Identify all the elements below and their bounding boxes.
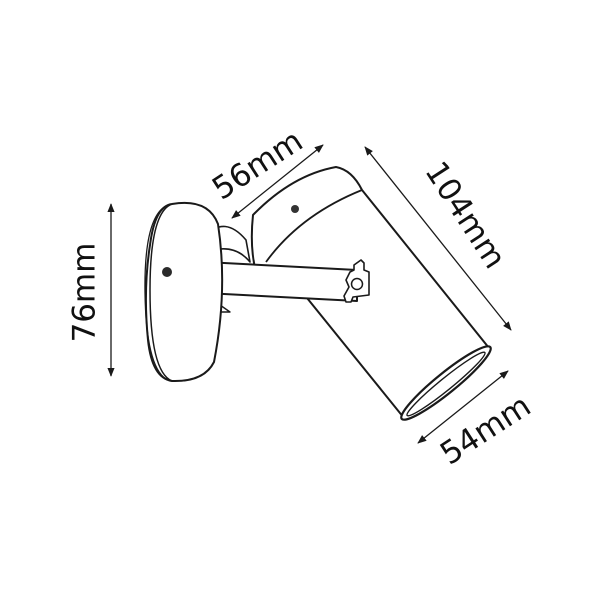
diameter-dimension-line — [417, 370, 509, 444]
screw-icon — [291, 205, 299, 213]
depth-dimension-line — [231, 144, 324, 219]
length-dimension-line — [364, 146, 512, 331]
screw-icon — [162, 267, 172, 277]
lens — [400, 345, 492, 421]
wall-plate — [144, 202, 224, 383]
height-dimension-label: 76mm — [66, 242, 103, 343]
lamp-body — [250, 166, 492, 421]
